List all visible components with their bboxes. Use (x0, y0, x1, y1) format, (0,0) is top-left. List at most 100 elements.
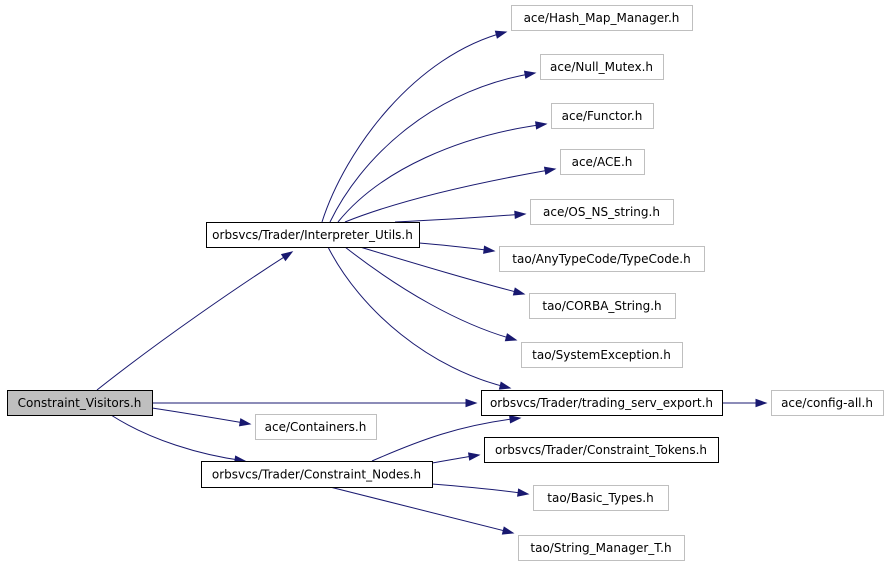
node-box (481, 390, 723, 416)
node-box (530, 199, 674, 225)
edge-constraint_nodes-to-basic_types (431, 483, 530, 497)
node-box (771, 390, 884, 416)
node-label: orbsvcs/Trader/Interpreter_Utils.h (212, 228, 413, 242)
node-label: tao/AnyTypeCode/TypeCode.h (512, 252, 690, 266)
arrowhead-icon (494, 30, 508, 39)
node-box (484, 437, 719, 463)
node-label: tao/SystemException.h (532, 348, 671, 362)
node-box (533, 485, 669, 511)
node-label: ace/Hash_Map_Manager.h (524, 11, 680, 25)
node-box (518, 535, 685, 561)
edge-constraint_nodes-to-trading_serv_export (371, 415, 522, 462)
node-constraint-visitors: Constraint_Visitors.h (7, 390, 153, 416)
edge-line (371, 417, 521, 462)
edge-interpreter_utils-to-ace_h (344, 166, 557, 223)
node-label: tao/CORBA_String.h (542, 299, 661, 313)
node-corba-string[interactable]: tao/CORBA_String.h (529, 293, 676, 319)
edge-interpreter_utils-to-null_mutex (329, 70, 537, 223)
edge-interpreter_utils-to-system_exception (344, 246, 518, 342)
node-box (540, 54, 664, 80)
arrowhead-icon (238, 418, 252, 427)
edge-line (337, 123, 547, 223)
node-containers[interactable]: ace/Containers.h (255, 414, 377, 440)
arrowhead-icon (498, 381, 512, 390)
arrowhead-icon (509, 415, 522, 424)
node-box (255, 414, 377, 440)
edge-line (321, 31, 507, 223)
node-label: ace/OS_NS_string.h (543, 205, 660, 219)
node-string-manager[interactable]: tao/String_Manager_T.h (518, 535, 685, 561)
node-box (201, 461, 433, 488)
node-label: ace/Containers.h (265, 420, 367, 434)
arrowhead-icon (280, 251, 294, 262)
node-typecode[interactable]: tao/AnyTypeCode/TypeCode.h (499, 246, 705, 272)
edge-interpreter_utils-to-corba_string (359, 246, 526, 296)
node-box (499, 246, 705, 272)
arrowhead-icon (467, 452, 481, 461)
node-trading-serv-export[interactable]: orbsvcs/Trader/trading_serv_export.h (481, 390, 723, 416)
node-functor[interactable]: ace/Functor.h (551, 103, 654, 129)
edge-line (329, 486, 514, 534)
edge-line (394, 213, 526, 223)
nodes-layer: Constraint_Visitors.h orbsvcs/Trader/Inte… (7, 5, 884, 561)
edge-line (344, 246, 517, 341)
edge-interpreter_utils-to-trading_serv_export (327, 246, 512, 390)
node-box (7, 390, 153, 416)
edge-line (344, 168, 556, 223)
edge-interpreter_utils-to-typecode (418, 242, 496, 254)
edge-interpreter_utils-to-os_ns_string (394, 210, 527, 223)
arrowhead-icon (755, 398, 768, 408)
node-os-ns-string[interactable]: ace/OS_NS_string.h (530, 199, 674, 225)
node-label: ace/config-all.h (781, 396, 873, 410)
node-null-mutex[interactable]: ace/Null_Mutex.h (540, 54, 664, 80)
arrowhead-icon (501, 526, 515, 535)
node-ace-h[interactable]: ace/ACE.h (560, 149, 645, 175)
edge-line (431, 483, 529, 495)
node-label: orbsvcs/Trader/Constraint_Tokens.h (495, 443, 707, 457)
node-label: Constraint_Visitors.h (18, 396, 142, 410)
node-basic-types[interactable]: tao/Basic_Types.h (533, 485, 669, 511)
node-box (560, 149, 645, 175)
node-label: orbsvcs/Trader/trading_serv_export.h (490, 396, 713, 410)
edge-constraint_visitors-to-interpreter_utils (96, 251, 294, 391)
node-config-all[interactable]: ace/config-all.h (771, 390, 884, 416)
arrowhead-icon (514, 210, 527, 219)
node-label: ace/Functor.h (562, 109, 643, 123)
node-label: ace/Null_Mutex.h (550, 60, 653, 74)
node-box (529, 293, 676, 319)
node-hash-map-manager[interactable]: ace/Hash_Map_Manager.h (511, 5, 693, 31)
edge-constraint_nodes-to-string_manager (329, 486, 515, 535)
node-system-exception[interactable]: tao/SystemException.h (521, 342, 683, 368)
edge-interpreter_utils-to-functor (337, 121, 548, 223)
node-interpreter-utils[interactable]: orbsvcs/Trader/Interpreter_Utils.h (206, 222, 420, 248)
edge-line (110, 414, 246, 462)
node-label: tao/String_Manager_T.h (530, 541, 671, 555)
edge-line (418, 242, 495, 252)
arrowhead-icon (504, 333, 518, 342)
edge-constraint_visitors-to-containers (151, 407, 252, 427)
arrowhead-icon (465, 398, 478, 408)
edge-line (329, 72, 536, 223)
edge-constraint_nodes-to-constraint_tokens (431, 452, 481, 464)
arrowhead-icon (512, 287, 526, 296)
edge-interpreter_utils-to-hash_map_manager (321, 30, 508, 223)
arrowhead-icon (523, 70, 537, 79)
edge-line (96, 251, 293, 391)
node-box (511, 5, 693, 31)
node-box (551, 103, 654, 129)
edge-constraint_visitors-to-trading_serv_export (152, 398, 478, 408)
node-label: orbsvcs/Trader/Constraint_Nodes.h (212, 468, 421, 482)
edge-line (327, 246, 511, 389)
edge-line (151, 407, 251, 425)
node-constraint-nodes[interactable]: orbsvcs/Trader/Constraint_Nodes.h (201, 461, 433, 488)
node-constraint-tokens[interactable]: orbsvcs/Trader/Constraint_Tokens.h (484, 437, 719, 463)
edges-layer (96, 30, 768, 535)
arrowhead-icon (535, 121, 548, 130)
node-label: ace/ACE.h (572, 155, 633, 169)
edge-constraint_visitors-to-constraint_nodes (110, 414, 247, 464)
node-box (521, 342, 683, 368)
edge-trading_serv_export-to-config_all (722, 398, 768, 408)
arrowhead-icon (483, 245, 496, 254)
node-label: tao/Basic_Types.h (547, 491, 653, 505)
